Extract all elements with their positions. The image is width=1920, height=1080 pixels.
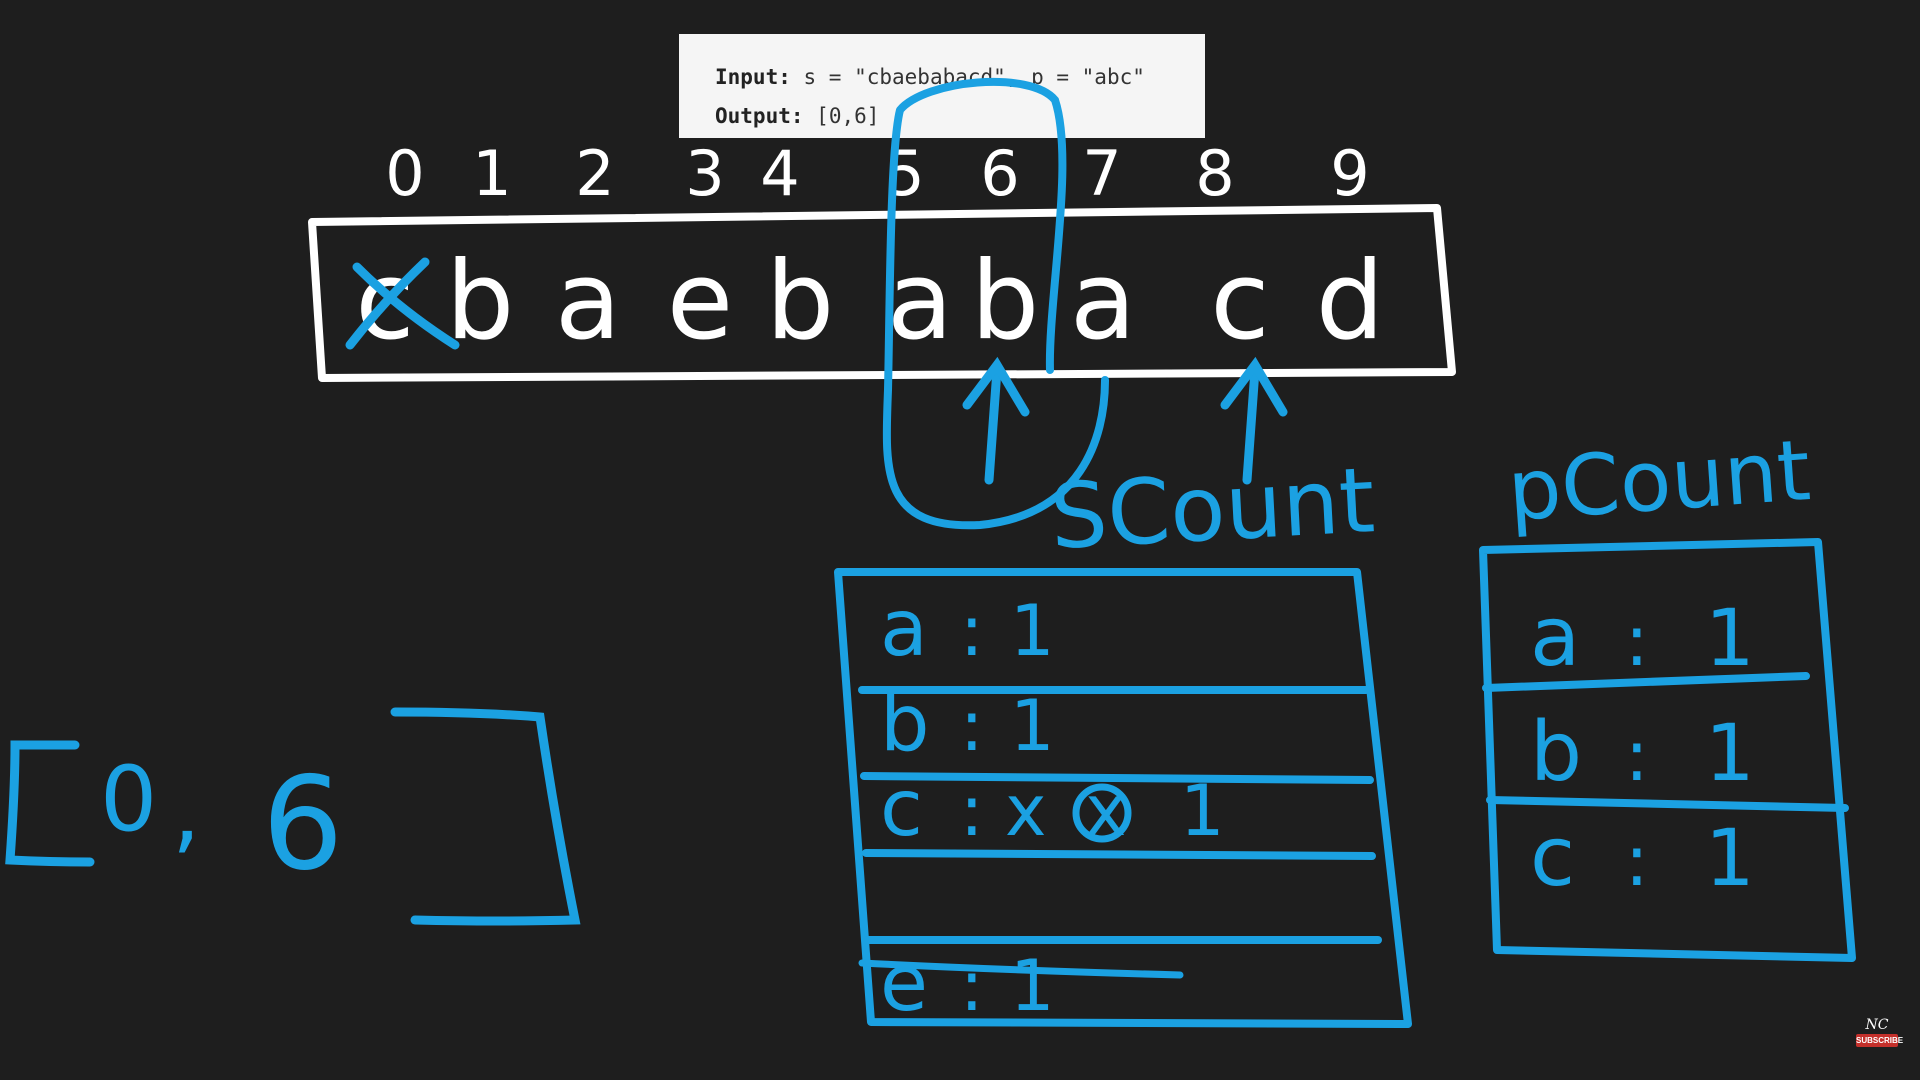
string-char-9: d	[1316, 239, 1385, 364]
scount-key: a	[880, 584, 928, 674]
scount-key: c	[880, 764, 923, 854]
output-label: Output:	[715, 104, 804, 128]
subscribe-badge[interactable]: NC SUBSCRIBE	[1856, 1016, 1904, 1056]
window-loop	[882, 77, 1109, 530]
result-separator: ,	[172, 759, 201, 864]
index-label-1: 1	[472, 137, 511, 210]
scount-key: e	[880, 939, 928, 1029]
scount-key: b	[880, 679, 930, 769]
index-label-6: 6	[980, 137, 1019, 210]
pcount-row-a: a:1	[1530, 590, 1755, 685]
index-label-9: 9	[1330, 137, 1369, 210]
string-char-2: a	[555, 239, 621, 364]
pcount-rows: a:1b:1c:1	[1530, 590, 1755, 905]
scount-value: 1	[1010, 590, 1055, 672]
string-char-3: e	[667, 239, 733, 364]
pointer-arrows	[962, 356, 1288, 485]
pcount-value: 1	[1705, 814, 1755, 904]
string-char-5: a	[887, 239, 953, 364]
subscribe-button[interactable]: SUBSCRIBE	[1856, 1034, 1904, 1047]
scount-title: SCount	[1048, 448, 1377, 570]
scount-struck-value: x	[1005, 770, 1046, 852]
pcount-value: 1	[1705, 709, 1755, 799]
scount-value: 1	[1010, 945, 1055, 1027]
scount-value: 1	[1180, 770, 1225, 852]
index-label-0: 0	[385, 137, 424, 210]
pcount-sep: :	[1625, 600, 1649, 682]
index-label-3: 3	[685, 137, 724, 210]
pcount-title: pCount	[1505, 421, 1814, 540]
scount-table	[834, 568, 1412, 1028]
string-char-8: c	[1210, 239, 1269, 364]
scount-scribble	[1072, 783, 1132, 843]
result-value-0: 0	[100, 747, 157, 852]
result-close-bracket	[390, 707, 581, 926]
scount-row-e: e:1	[880, 939, 1055, 1029]
result-open-bracket	[5, 740, 95, 867]
pcount-sep: :	[1625, 715, 1649, 797]
input-value: s = "cbaebabacd", p = "abc"	[803, 65, 1145, 89]
string-char-6: b	[971, 239, 1040, 364]
string-char-7: a	[1070, 239, 1136, 364]
pcount-row-c: c:1	[1530, 810, 1755, 905]
example-box: Input: s = "cbaebabacd", p = "abc" Outpu…	[679, 34, 1205, 138]
pointer-arrow-6	[962, 356, 1030, 485]
scount-underline-stroke	[858, 959, 1184, 979]
index-label-4: 4	[760, 137, 799, 210]
string-char-4: b	[766, 239, 835, 364]
example-output-line: Output: [0,6]	[715, 97, 1205, 136]
index-label-8: 8	[1195, 137, 1234, 210]
pcount-row-b: b:1	[1530, 705, 1755, 800]
pointer-arrow-8	[1220, 356, 1288, 485]
pcount-value: 1	[1705, 594, 1755, 684]
scount-sep: :	[960, 590, 984, 672]
pcount-key: a	[1530, 590, 1580, 685]
example-input-line: Input: s = "cbaebabacd", p = "abc"	[715, 58, 1205, 97]
result-value-1: 6	[262, 750, 343, 899]
scount-row-a: a:1	[880, 584, 1055, 674]
input-label: Input:	[715, 65, 791, 89]
scount-sep: :	[960, 685, 984, 767]
pcount-sep: :	[1625, 820, 1649, 902]
pcount-key: b	[1530, 705, 1582, 800]
crossout-mark	[345, 257, 460, 350]
scount-value: 1	[1010, 685, 1055, 767]
scount-sep: :	[960, 945, 984, 1027]
output-value: [0,6]	[816, 104, 880, 128]
scount-row-b: b:1	[880, 679, 1055, 769]
pcount-table	[1479, 538, 1856, 962]
index-label-7: 7	[1082, 137, 1121, 210]
channel-logo-icon: NC	[1865, 1017, 1889, 1033]
scount-sep: :	[960, 770, 984, 852]
index-label-2: 2	[575, 137, 614, 210]
result-list: 0 , 6	[5, 707, 581, 926]
pcount-key: c	[1530, 810, 1575, 905]
